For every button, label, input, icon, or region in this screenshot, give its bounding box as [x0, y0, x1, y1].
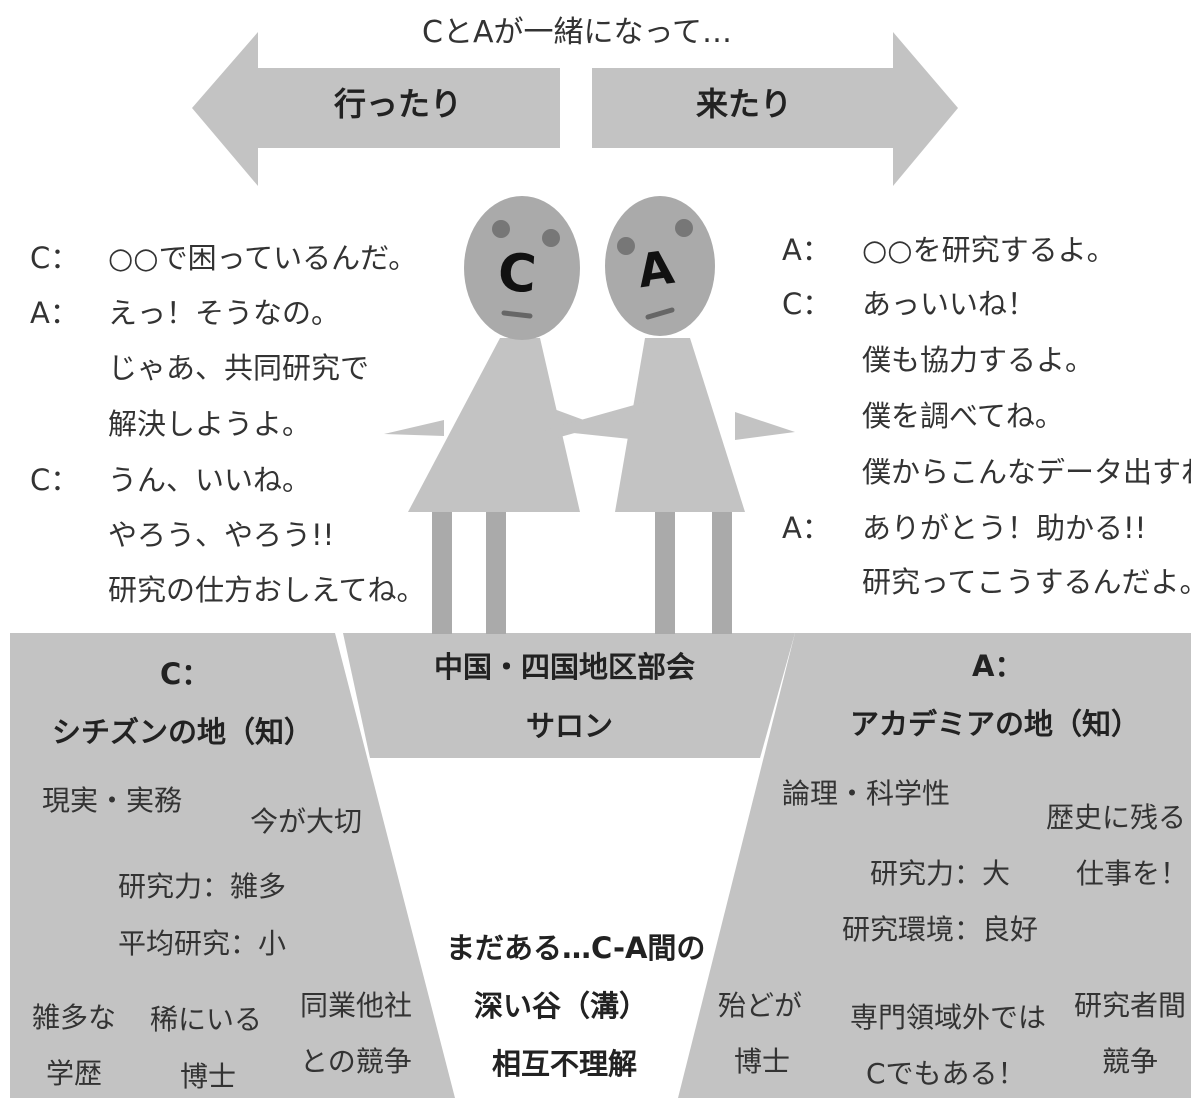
citizen-research-power: 研究力：雑多	[118, 870, 287, 903]
citizen-now: 今が大切	[250, 805, 363, 838]
academia-land-title: アカデミアの地（知）	[850, 707, 1141, 741]
dialog-right-line: ○○を研究するよ。	[862, 233, 1116, 267]
academia-researchers: 競争	[1102, 1045, 1159, 1078]
academia-mostly: 殆どが	[718, 989, 803, 1022]
dialog-left-line: やろう、やろう!!	[108, 518, 335, 552]
arrow-right-shape	[592, 32, 958, 186]
citizen-average-research: 平均研究：小	[118, 927, 287, 960]
dialog-right-speaker: A：	[782, 233, 831, 267]
citizen-competition: 同業他社	[300, 989, 413, 1022]
dialog-right-line: ありがとう！助かる!!	[862, 511, 1147, 545]
academia-land-shape	[678, 633, 1191, 1098]
academia-land-label: A：	[972, 649, 1024, 683]
academia-research-power: 研究力：大	[870, 857, 1011, 890]
valley-line-3: 相互不理解	[492, 1047, 638, 1081]
figure-c-letter: C	[495, 242, 539, 306]
dialog-left-line: 研究の仕方おしえてね。	[108, 573, 426, 607]
citizen-rare: 稀にいる	[150, 1003, 263, 1036]
citizen-land-shape	[10, 633, 455, 1098]
citizen-land-label: C：	[160, 657, 211, 691]
arrow-left-shape	[192, 32, 560, 186]
academia-mostly: 博士	[734, 1045, 791, 1078]
dialog-right-speaker: A：	[782, 511, 831, 545]
dialog-left-speaker: A：	[30, 296, 79, 330]
academia-environment: 研究環境：良好	[842, 913, 1039, 946]
dialog-right-line: あっいいね！	[862, 287, 1037, 321]
dialog-left-line: 解決しようよ。	[108, 407, 312, 441]
citizen-competition: との競争	[300, 1045, 412, 1078]
academia-logic: 論理・科学性	[782, 777, 951, 810]
figure-a	[545, 196, 795, 634]
citizen-varied: 雑多な	[32, 1001, 117, 1034]
salon-title: 中国・四国地区部会	[434, 650, 696, 684]
valley-line-2: 深い谷（溝）	[474, 989, 649, 1023]
salon-shape	[343, 633, 795, 758]
dialog-right-line: 僕を調べてね。	[862, 399, 1064, 433]
dialog-left-line: うん、いいね。	[108, 463, 312, 497]
dialog-right-line: 研究ってこうするんだよ。	[862, 565, 1191, 599]
arrow-left-label: 行ったり	[334, 85, 463, 123]
salon-subtitle: サロン	[526, 709, 614, 743]
arrow-right-label: 来たり	[696, 85, 793, 123]
dialog-left-speaker: C：	[30, 241, 80, 275]
dialog-left-line: ○○で困っているんだ。	[108, 241, 418, 275]
academia-history: 歴史に残る	[1046, 801, 1187, 834]
academia-outside-field: Cでもある！	[866, 1057, 1026, 1090]
dialog-right-line: 僕からこんなデータ出すね	[862, 458, 1191, 487]
dialog-left-speaker: C：	[30, 463, 80, 497]
citizen-rare: 博士	[180, 1060, 237, 1093]
citizen-varied: 学歴	[46, 1057, 103, 1090]
valley-line-1: まだある…C-A間の	[446, 931, 706, 965]
academia-researchers: 研究者間	[1074, 989, 1187, 1022]
dialog-left-line: えっ！そうなの。	[108, 296, 341, 330]
citizen-land-title: シチズンの地（知）	[52, 715, 314, 749]
header-caption: CとAが一緒になって…	[422, 15, 732, 50]
dialog-left-line: じゃあ、共同研究で	[108, 351, 370, 385]
figure-c	[384, 196, 600, 634]
academia-history: 仕事を！	[1076, 857, 1189, 890]
citizen-reality: 現実・実務	[42, 784, 183, 817]
figure-a-letter: A	[634, 239, 678, 299]
dialog-right-line: 僕も協力するよ。	[862, 343, 1095, 377]
dialog-right-speaker: C：	[782, 287, 832, 321]
academia-outside-field: 専門領域外では	[850, 1001, 1047, 1034]
